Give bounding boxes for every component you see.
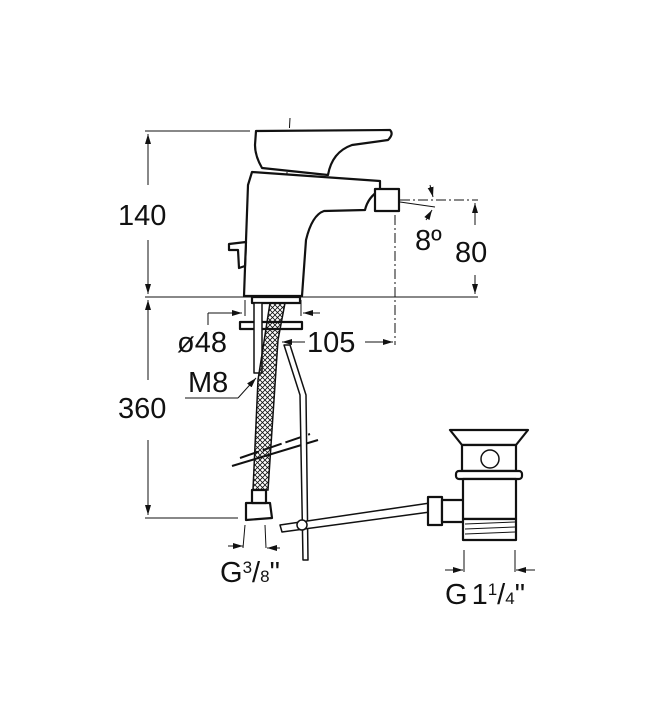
pop-up-waste xyxy=(279,428,530,542)
hose-connection-label: G3/8" xyxy=(220,557,280,589)
dim-80-label: 80 xyxy=(455,237,487,269)
dim-140-label: 140 xyxy=(118,200,166,232)
flexible-hose xyxy=(252,302,286,491)
dim-105-label: 105 xyxy=(307,327,355,359)
dim-diameter-label: ø48 xyxy=(177,327,227,359)
dim-360-label: 360 xyxy=(118,393,166,425)
mounting-kit xyxy=(231,295,319,561)
dim-m8-label: M8 xyxy=(188,367,228,399)
dim-angle-label: 8º xyxy=(415,225,442,257)
faucet-body xyxy=(227,128,401,298)
